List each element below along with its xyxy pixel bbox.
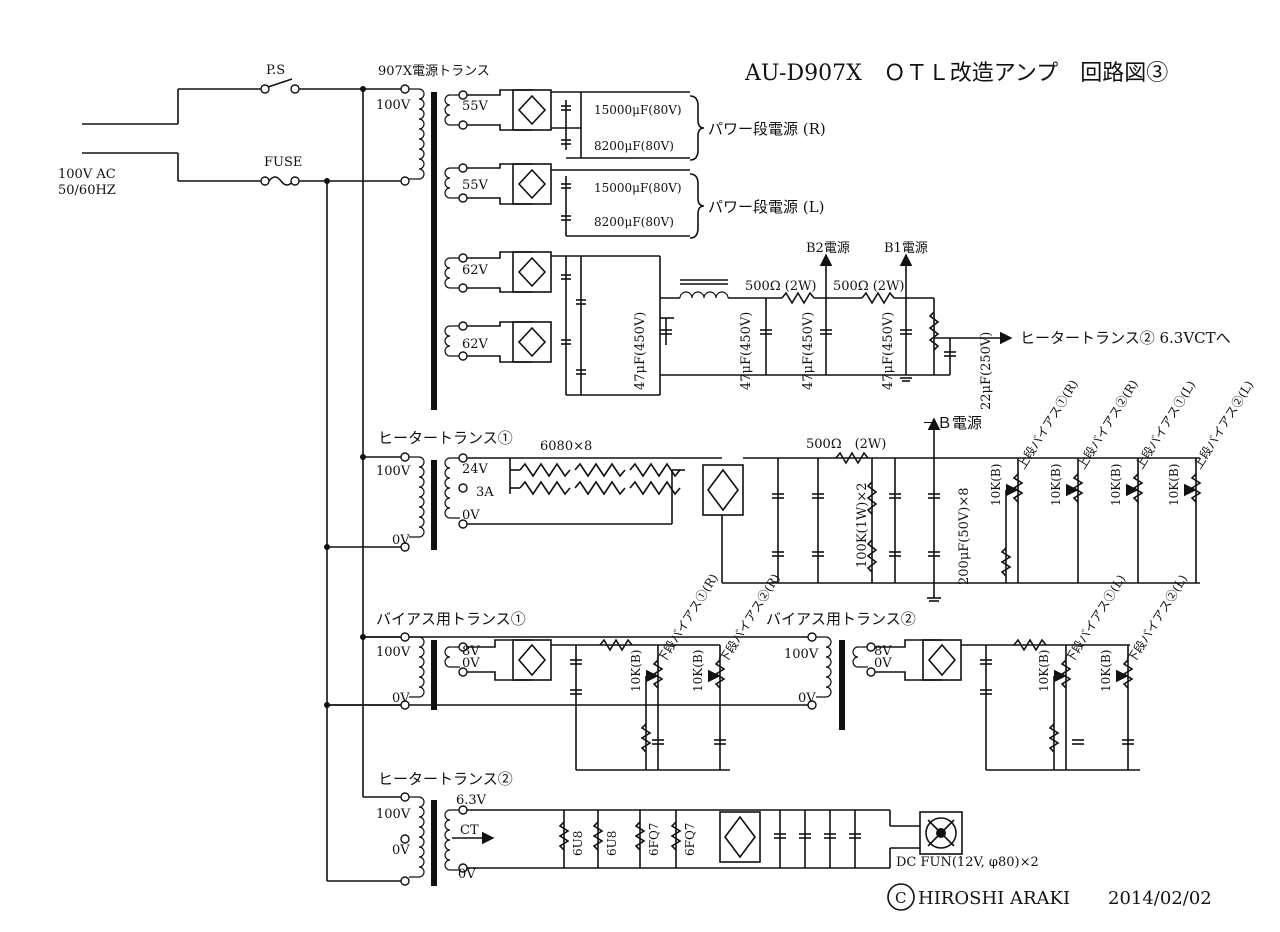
heater-transformer-2: ヒータートランス② 100V 0V 6.3V CT 0V 6U8 6U8 6FQ… [376, 770, 1039, 886]
tube-6080-label: 6080×8 [540, 439, 592, 454]
pot-label-lower-1l: 下段バイアス①(L) [1062, 572, 1128, 666]
pot-10k-u1: 10K(B) [989, 464, 1003, 506]
heater2-primary-0: 0V [392, 843, 410, 858]
bias1-name: バイアス用トランス① [376, 610, 526, 628]
resistor-500-b: 500Ω (2W) [833, 279, 905, 294]
heater2-0v: 0V [458, 867, 476, 882]
pot-10k-b1a: 10K(B) [629, 650, 643, 692]
pot-label-lower-2l: 下段バイアス②(L) [1124, 572, 1190, 666]
power-rail-r-label: パワー段電源 (R) [708, 120, 826, 138]
secondary-55v-r: 55V [462, 99, 489, 114]
cap-47uf-d: 47μF(450V) [881, 312, 896, 390]
schematic-date: 2014/02/02 [1108, 888, 1212, 909]
bias-transformer-2: バイアス用トランス② 100V 0V 8V 0V 10K(B) 10K(B) [766, 572, 1190, 771]
cap-15000-r: 15000μF(80V) [594, 103, 682, 117]
power-transformer-name: 907X電源トランス [378, 64, 490, 79]
bias-transformer-1: バイアス用トランス① 100V 0V 8V 0V 10K(B) 10K(B) 下… [376, 571, 783, 771]
dc-fan-icon [919, 811, 963, 855]
rail-r-section: 15000μF(80V) 8200μF(80V) パワー段電源 (R) [467, 89, 826, 161]
cap-8200-l: 8200μF(80V) [594, 215, 674, 229]
cap-47uf-b: 47μF(450V) [739, 312, 754, 390]
tube-6u8-b: 6U8 [605, 831, 619, 856]
secondary-62v-b: 62V [462, 337, 489, 352]
footer: C HIROSHI ARAKI 2014/02/02 [887, 883, 1212, 911]
heater2-ct: CT [460, 823, 479, 838]
heater1-24v: 24V [462, 462, 489, 477]
heater1-primary-100: 100V [376, 464, 411, 479]
pot-10k-b1b: 10K(B) [691, 650, 705, 692]
resistor-500-bias: 500Ω (2W) [806, 437, 886, 452]
pot-10k-u2: 10K(B) [1049, 464, 1063, 506]
heater2-primary-100: 100V [376, 807, 411, 822]
fuse-label: FUSE [264, 155, 302, 170]
cap-200uf-label: 200μF(50V)×8 [957, 487, 972, 585]
heater2-63v: 6.3V [456, 793, 487, 808]
power-switch-label: P.S [266, 63, 285, 78]
pot-label-upper-2l: 上段バイアス②(L) [1190, 378, 1256, 472]
heater1-name: ヒータートランス① [378, 429, 513, 447]
cap-8200-r: 8200μF(80V) [594, 139, 674, 153]
cap-47uf-a: 47μF(450V) [633, 312, 648, 390]
tube-6fq7-b: 6FQ7 [683, 823, 697, 856]
ac-voltage-label: 100V AC [58, 167, 116, 182]
author-name: HIROSHI ARAKI [918, 888, 1070, 909]
minus-b-supply-label: －Ｂ電源 [922, 414, 982, 432]
pot-label-lower-1r: 下段バイアス①(R) [654, 571, 721, 666]
heater2-name: ヒータートランス② [378, 770, 513, 788]
resistor-100k-label: 100K(1W)×2 [855, 483, 870, 568]
bias2-name: バイアス用トランス② [766, 610, 916, 628]
heater-feed-label: ヒータートランス② 6.3VCTへ [1020, 329, 1231, 347]
heater-transformer-1: ヒータートランス① 100V 0V 24V 3A 0V 6080×8 500Ω … [376, 377, 1256, 602]
b1-supply-label: B1電源 [884, 241, 928, 256]
tube-6u8-a: 6U8 [571, 831, 585, 856]
schematic-title: AU-D907X ＯＴＬ改造アンプ 回路図③ [744, 61, 1168, 86]
cap-22uf: 22μF(250V) [979, 332, 994, 410]
ac-frequency-label: 50/60HZ [58, 183, 116, 198]
power-transformer-primary: 100V [376, 98, 411, 113]
rail-l-section: 15000μF(80V) 8200μF(80V) パワー段電源 (L) [467, 163, 824, 239]
pot-10k-u4: 10K(B) [1167, 464, 1181, 506]
bias2-primary-100: 100V [784, 647, 819, 662]
heater1-0v: 0V [462, 508, 480, 523]
pot-10k-b2a: 10K(B) [1037, 650, 1051, 692]
secondary-55v-l: 55V [462, 178, 489, 193]
power-transformer: 907X電源トランス 100V 55V 55V 62V 62V [376, 64, 490, 410]
bias2-0v: 0V [874, 656, 892, 671]
upper-bias-pots: 10K(B) 10K(B) 10K(B) 10K(B) 上段バイアス①(R) 上… [989, 377, 1256, 583]
bias1-primary-100: 100V [376, 645, 411, 660]
bias1-0v: 0V [462, 656, 480, 671]
hv-supply-section: 500Ω (2W) 500Ω (2W) B2電源 B1電源 47μF(450V)… [467, 241, 1231, 410]
dc-fan-label: DC FUN(12V, φ80)×2 [896, 855, 1039, 870]
pot-10k-b2b: 10K(B) [1099, 650, 1113, 692]
b2-supply-label: B2電源 [806, 241, 850, 256]
heater1-3a: 3A [476, 485, 494, 500]
cap-15000-l: 15000μF(80V) [594, 181, 682, 195]
cap-47uf-c: 47μF(450V) [801, 312, 816, 390]
power-rail-l-label: パワー段電源 (L) [708, 198, 824, 216]
tube-6fq7-a: 6FQ7 [647, 823, 661, 856]
secondary-62v-a: 62V [462, 263, 489, 278]
resistor-500-a: 500Ω (2W) [745, 279, 817, 294]
copyright-mark: C [895, 889, 906, 907]
pot-10k-u3: 10K(B) [1109, 464, 1123, 506]
